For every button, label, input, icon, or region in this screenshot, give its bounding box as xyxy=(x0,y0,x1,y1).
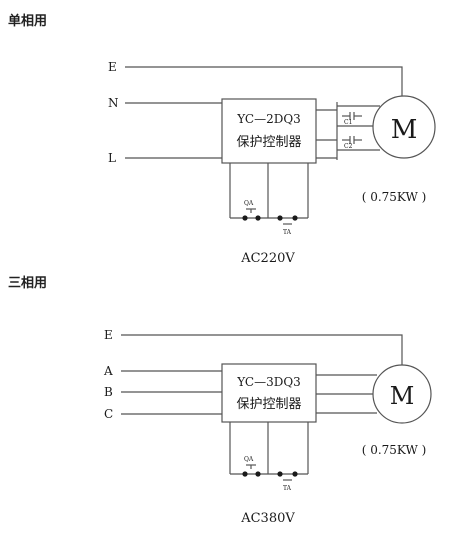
motor-symbol xyxy=(372,95,436,159)
motor-label: M xyxy=(391,115,418,145)
terminal-label-n: N xyxy=(108,96,119,110)
earth-wire xyxy=(121,334,403,366)
terminal-label-c: C xyxy=(104,407,113,421)
controller-model: YC—3DQ3 xyxy=(236,375,301,389)
terminal-label-e: E xyxy=(108,60,117,74)
controller-box xyxy=(221,363,317,423)
supply-voltage-label: AC380V xyxy=(240,511,295,526)
three-phase-diagram: E A B C YC—3DQ3 保护控制器 M ( 0.75KW ) QA xyxy=(103,328,432,526)
control-circuit: QA TA xyxy=(229,163,309,236)
switch-contact xyxy=(277,471,283,477)
controller-name: 保护控制器 xyxy=(236,135,301,150)
earth-wire xyxy=(125,66,403,96)
motor-label: M xyxy=(390,382,415,410)
terminal-label-b: B xyxy=(104,385,113,399)
switch-contact xyxy=(242,471,248,477)
switch-contact xyxy=(292,471,298,477)
control-circuit: QA TA xyxy=(229,422,309,492)
controller-name: 保护控制器 xyxy=(236,397,301,412)
switch-contact xyxy=(242,215,248,221)
terminal-label-a: A xyxy=(103,364,113,378)
three-phase-title: 三相用 xyxy=(8,276,48,291)
power-rating: ( 0.75KW ) xyxy=(362,443,427,457)
motor-symbol xyxy=(372,364,432,424)
power-rating: ( 0.75KW ) xyxy=(362,190,427,204)
terminal-label-e: E xyxy=(104,328,113,342)
switch-label-ta: TA xyxy=(283,485,292,492)
single-phase-title: 单相用 xyxy=(8,14,48,29)
switch-contact xyxy=(255,215,261,221)
switch-contact xyxy=(277,215,283,221)
switch-label-qa: QA xyxy=(244,200,254,207)
switch-label-qa: QA xyxy=(244,456,254,463)
controller-box xyxy=(221,98,317,164)
terminal-label-l: L xyxy=(108,151,116,165)
capacitor-label-c2: C2 xyxy=(344,143,353,150)
switch-contact xyxy=(292,215,298,221)
supply-voltage-label: AC220V xyxy=(240,251,295,266)
capacitor-label-c1: C1 xyxy=(344,119,352,126)
single-phase-diagram: E N L YC—2DQ3 保护控制器 xyxy=(108,60,436,266)
switch-label-ta: TA xyxy=(283,229,292,236)
controller-model: YC—2DQ3 xyxy=(236,112,301,126)
switch-contact xyxy=(255,471,261,477)
